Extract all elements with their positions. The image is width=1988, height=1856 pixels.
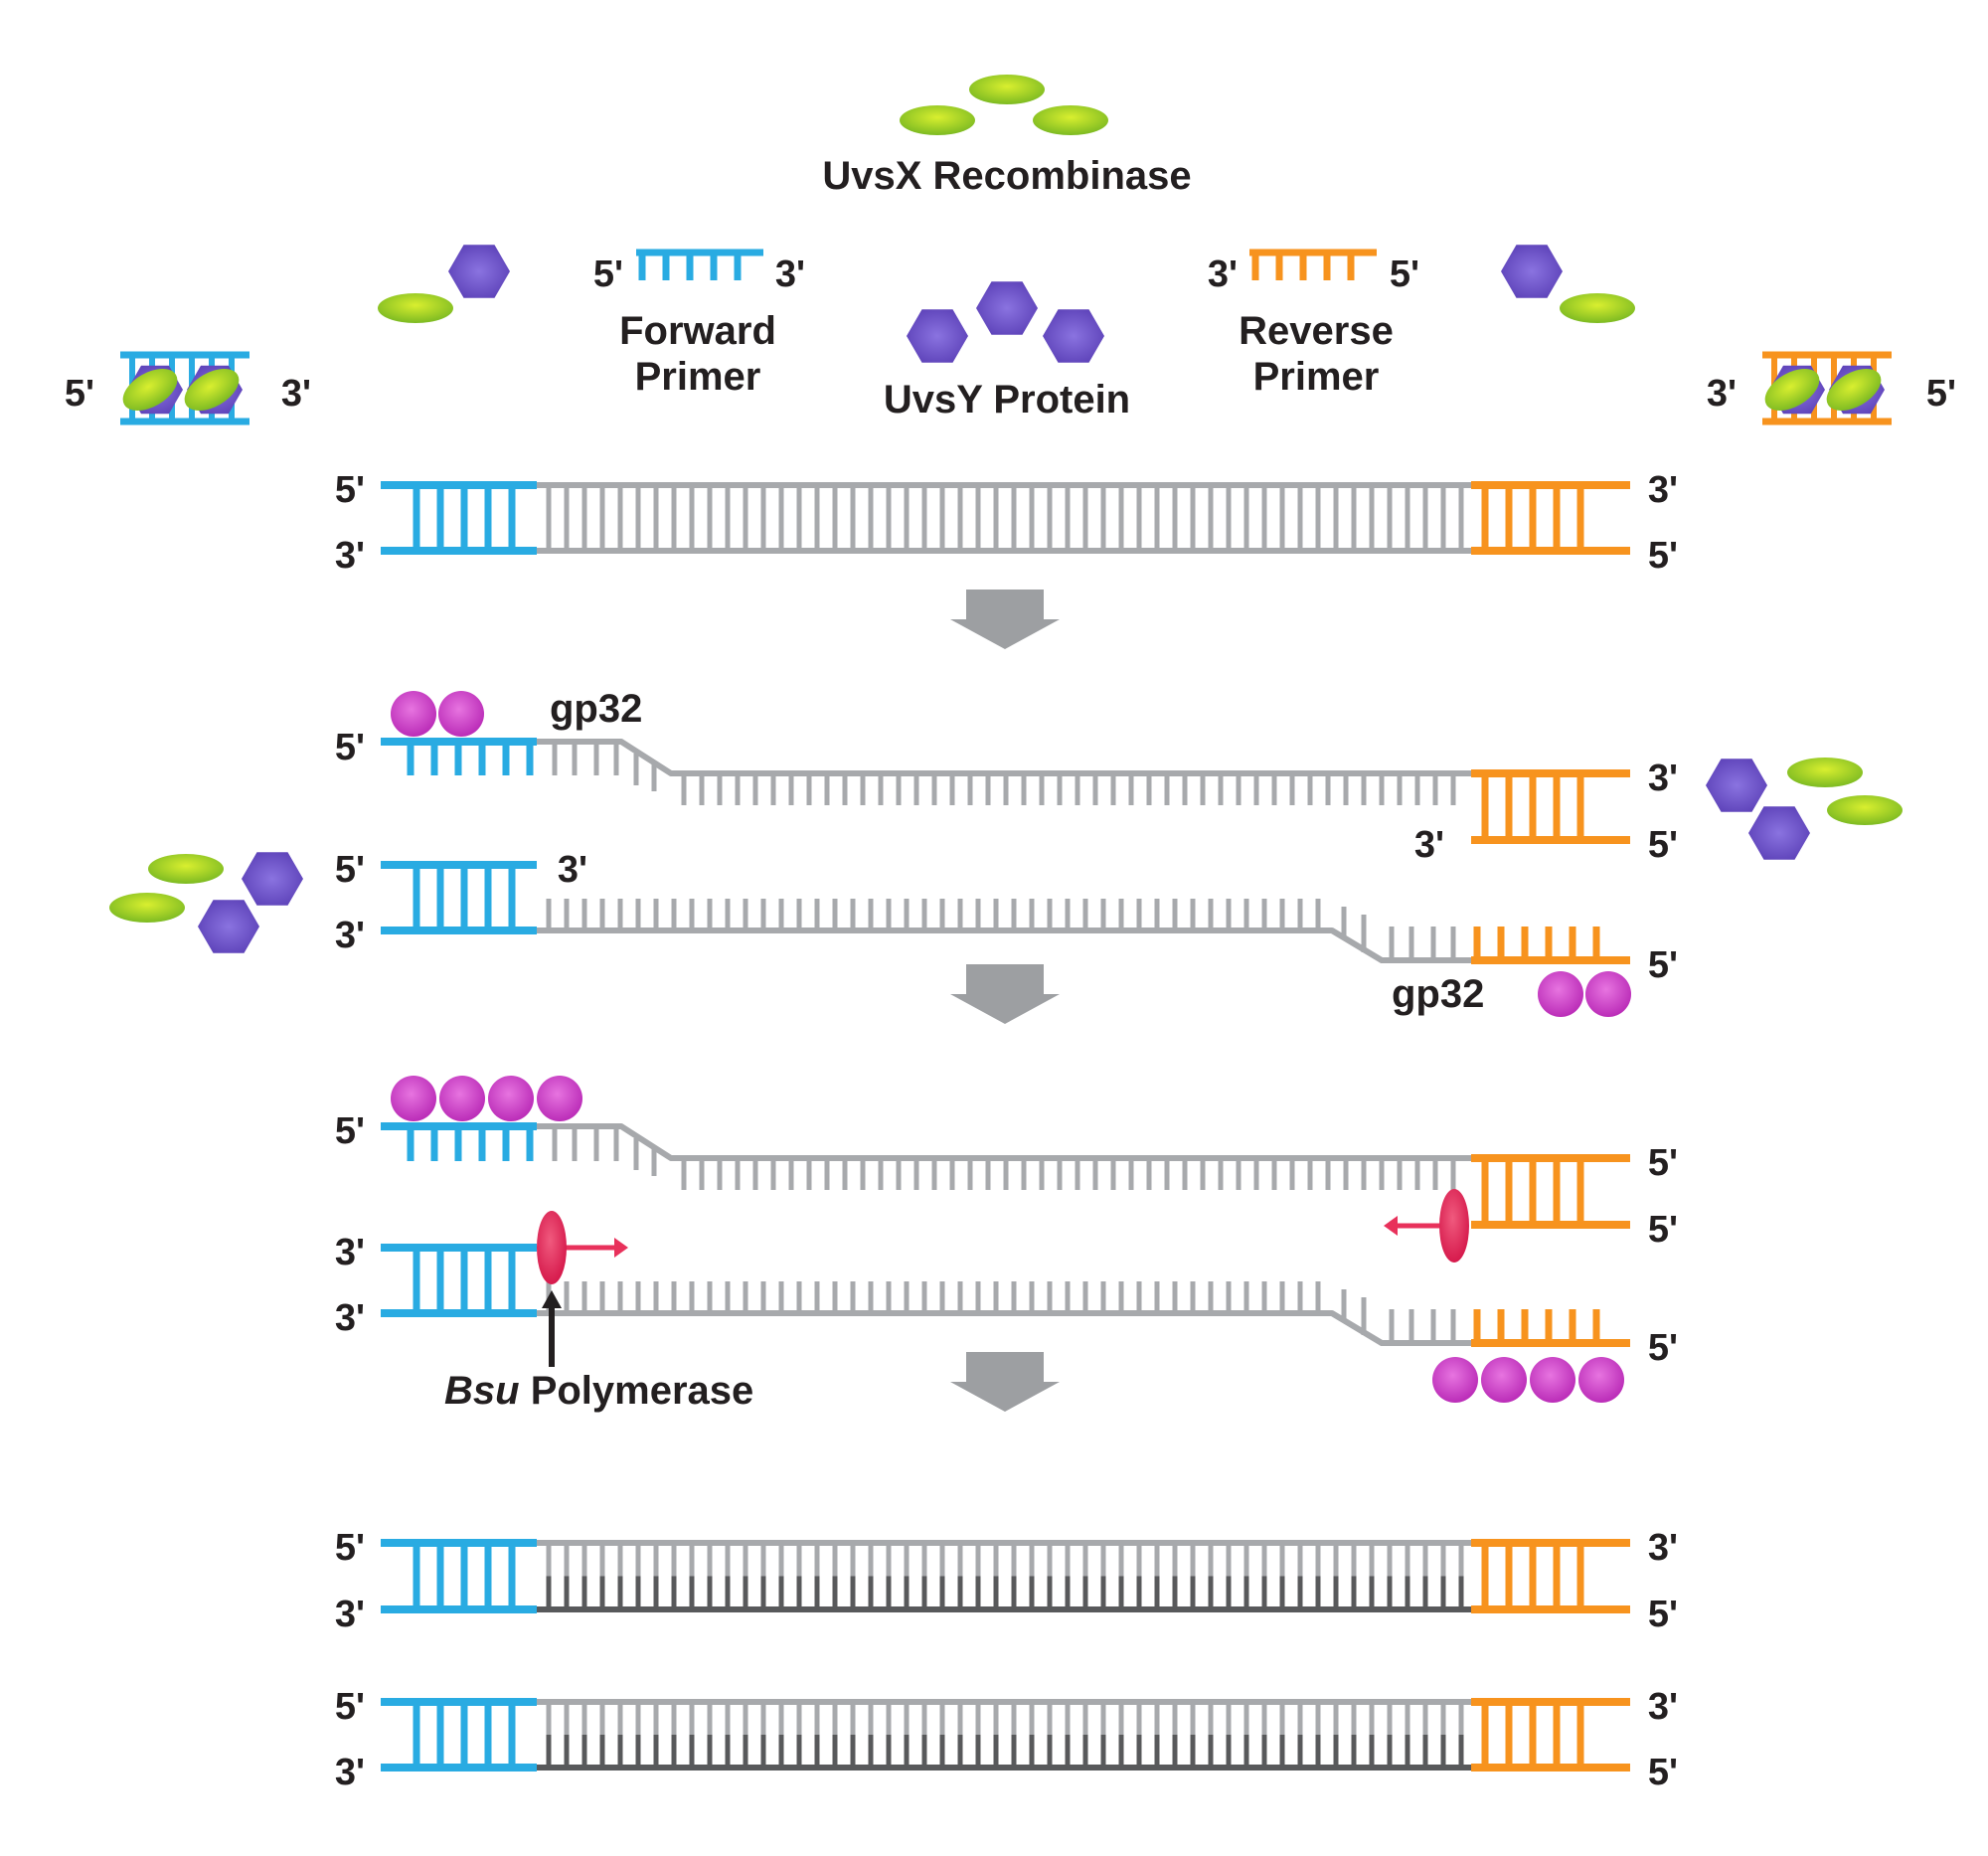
three-prime-label: 3' [281, 373, 311, 415]
uvsy-protein [1043, 309, 1104, 363]
five-prime-label: 5' [335, 1110, 365, 1152]
uvsx-recombinase [378, 293, 453, 323]
five-prime-label: 5' [335, 1686, 365, 1728]
three-prime-label: 3' [335, 1297, 365, 1339]
five-prime-label: 5' [1648, 944, 1678, 986]
reverse-primer-label: Primer [1253, 355, 1380, 399]
three-prime-label: 3' [775, 253, 805, 295]
uvsy-label: UvsY Protein [884, 378, 1130, 422]
uvsx-recombinase [122, 368, 178, 412]
gp32-protein [1432, 1357, 1478, 1403]
three-prime-label: 3' [1648, 758, 1678, 799]
three-prime-label: 3' [335, 1232, 365, 1273]
gp32-protein [439, 1076, 485, 1121]
uvsx-label: UvsX Recombinase [822, 154, 1191, 198]
uvsx-recombinase [1033, 105, 1108, 135]
protein-layer [109, 75, 1903, 1412]
uvsy-protein [242, 852, 303, 906]
polymerase-label: Polymerase [520, 1369, 754, 1413]
gp32-protein [1481, 1357, 1527, 1403]
uvsy-protein [976, 281, 1038, 335]
uvsx-recombinase [1826, 368, 1882, 412]
three-prime-label: 3' [335, 1594, 365, 1635]
five-prime-label: 5' [1648, 1142, 1678, 1184]
uvsx-recombinase [109, 893, 185, 923]
five-prime-label: 5' [593, 253, 623, 295]
five-prime-label: 5' [1648, 1209, 1678, 1251]
template-strand [537, 1310, 1471, 1346]
polymerase-direction-arrowhead [614, 1238, 628, 1258]
gp32-protein [438, 691, 484, 737]
uvsy-protein [448, 245, 510, 298]
bsu-polymerase-label: Bsu Polymerase [444, 1369, 753, 1413]
five-prime-label: 5' [65, 373, 94, 415]
five-prime-label: 5' [335, 849, 365, 891]
five-prime-label: 5' [1648, 1327, 1678, 1369]
uvsx-recombinase [148, 854, 224, 884]
five-prime-label: 5' [335, 469, 365, 511]
polymerase-direction-arrowhead [1384, 1216, 1398, 1236]
uvsy-protein [198, 900, 259, 953]
pointer-arrowhead [542, 1290, 562, 1308]
uvsx-recombinase [184, 368, 240, 412]
template-strand [537, 1123, 1471, 1161]
three-prime-label: 3' [1648, 469, 1678, 511]
reverse-primer-label: Reverse [1239, 309, 1394, 353]
dna-layer [120, 249, 1892, 1772]
five-prime-label: 5' [1648, 1752, 1678, 1793]
gp32-label: gp32 [550, 687, 642, 731]
three-prime-label: 3' [1414, 824, 1444, 866]
three-prime-label: 3' [335, 1752, 365, 1793]
uvsy-protein [1748, 806, 1810, 860]
five-prime-label: 5' [1648, 1594, 1678, 1635]
gp32-protein [1538, 971, 1583, 1017]
gp32-protein [488, 1076, 534, 1121]
step-arrow [950, 590, 1060, 649]
bsu-italic-label: Bsu [444, 1369, 520, 1413]
five-prime-label: 5' [335, 1527, 365, 1569]
gp32-label: gp32 [1392, 972, 1484, 1016]
five-prime-label: 5' [1926, 373, 1956, 415]
uvsy-protein [907, 309, 968, 363]
uvsy-protein [1706, 759, 1767, 812]
step-arrow [950, 964, 1060, 1024]
gp32-protein [1530, 1357, 1575, 1403]
uvsx-recombinase [1764, 368, 1820, 412]
three-prime-label: 3' [1648, 1686, 1678, 1728]
five-prime-label: 5' [1648, 824, 1678, 866]
template-strand [537, 928, 1471, 963]
three-prime-label: 3' [1648, 1527, 1678, 1569]
bsu-polymerase [537, 1211, 567, 1284]
three-prime-label: 3' [1707, 373, 1737, 415]
gp32-protein [1578, 1357, 1624, 1403]
uvsy-protein [1501, 245, 1563, 298]
three-prime-label: 3' [1208, 253, 1238, 295]
five-prime-label: 5' [335, 727, 365, 768]
gp32-protein [1585, 971, 1631, 1017]
three-prime-label: 3' [558, 849, 587, 891]
uvsx-recombinase [1827, 795, 1903, 825]
gp32-protein [537, 1076, 582, 1121]
bsu-polymerase [1439, 1189, 1469, 1263]
uvsx-recombinase [969, 75, 1045, 104]
uvsx-recombinase [1787, 758, 1863, 787]
forward-primer-label: Primer [635, 355, 761, 399]
forward-primer-label: Forward [619, 309, 776, 353]
five-prime-label: 5' [1648, 535, 1678, 577]
gp32-protein [391, 1076, 436, 1121]
uvsx-recombinase [900, 105, 975, 135]
template-strand [537, 739, 1471, 776]
gp32-protein [391, 691, 436, 737]
three-prime-label: 3' [335, 535, 365, 577]
three-prime-label: 3' [335, 915, 365, 956]
five-prime-label: 5' [1390, 253, 1419, 295]
step-arrow [950, 1352, 1060, 1412]
uvsx-recombinase [1560, 293, 1635, 323]
